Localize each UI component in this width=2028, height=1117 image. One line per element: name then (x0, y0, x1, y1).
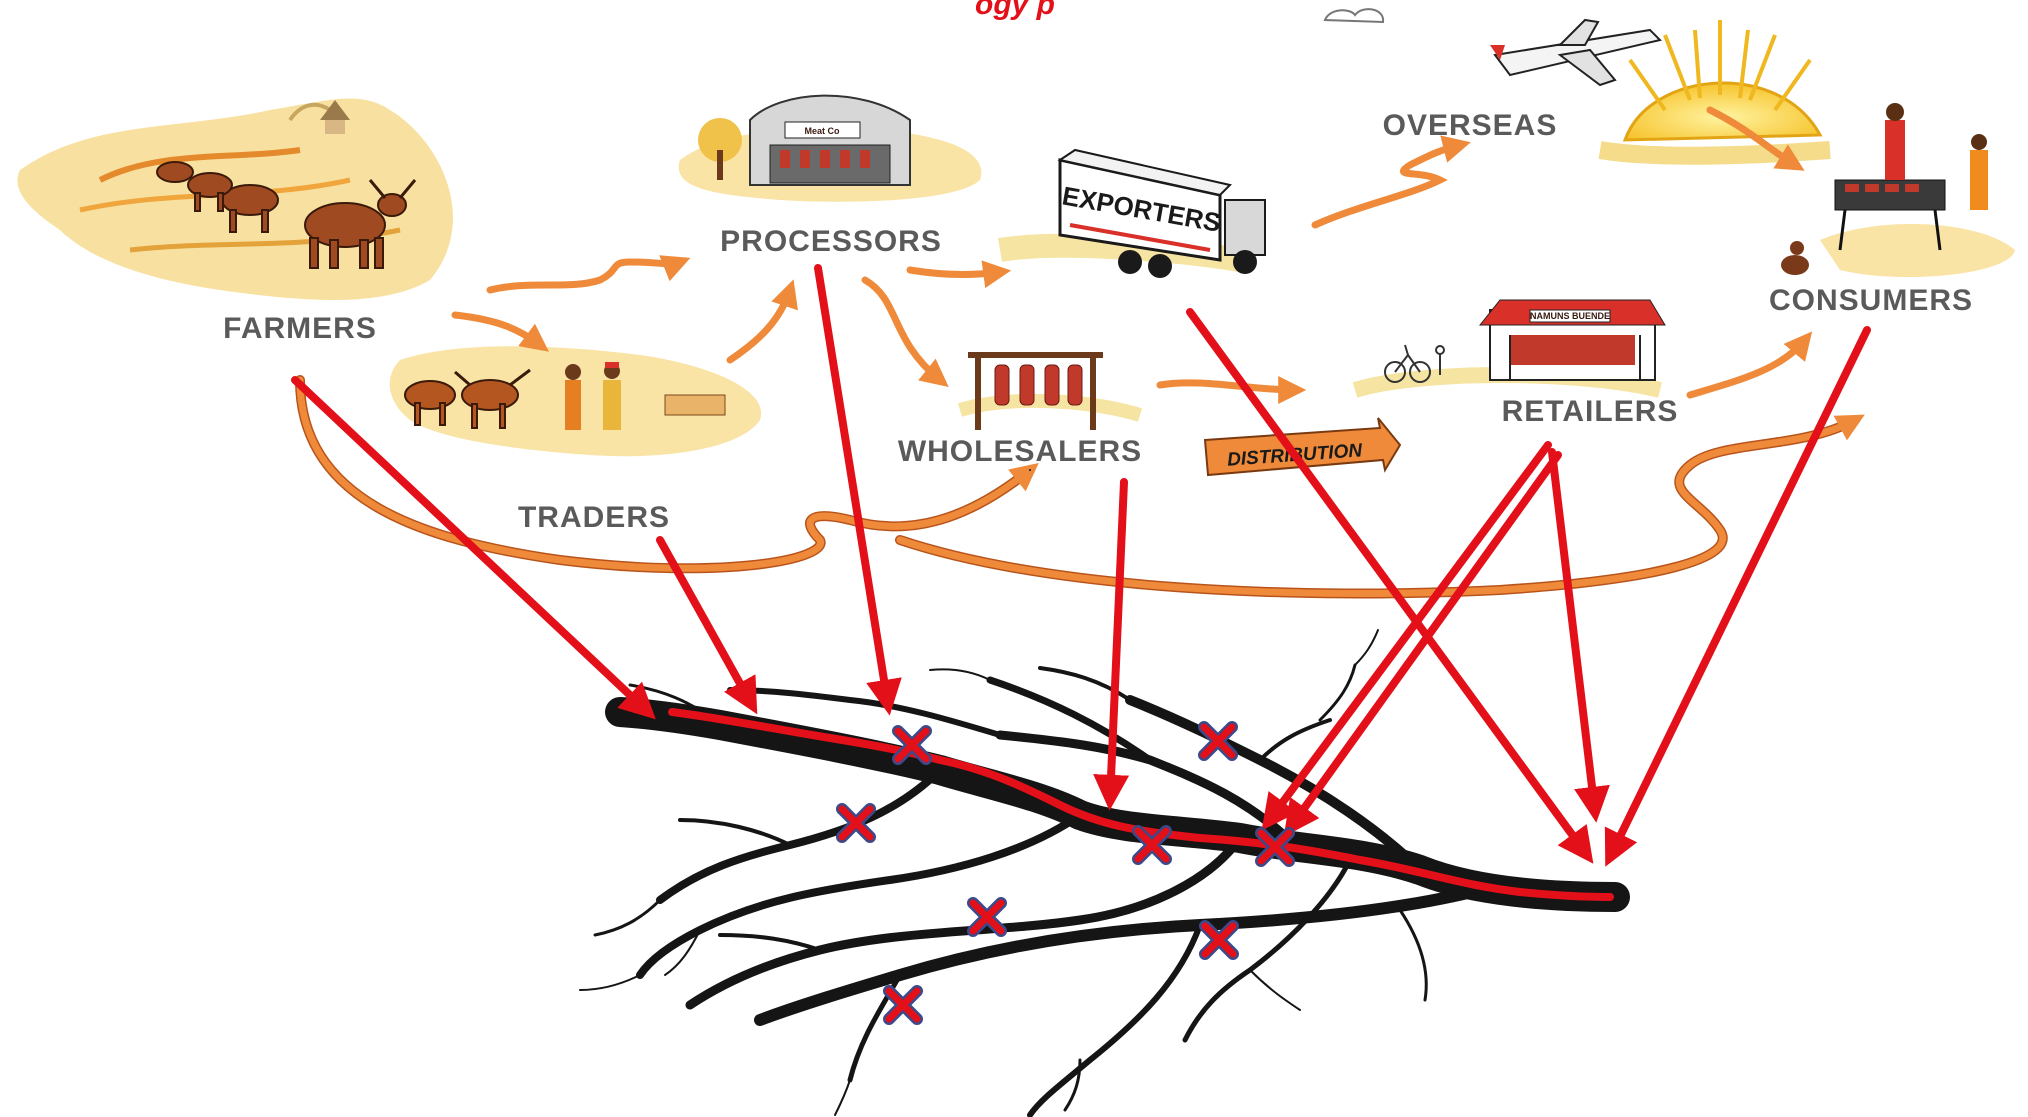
red-pointer-arrows (291, 264, 1871, 867)
blocked-x-icon (1198, 721, 1238, 761)
blocked-x-icon (967, 897, 1007, 937)
label-consumers: CONSUMERS (1769, 284, 1973, 317)
processor-building-sign: Meat Co (804, 126, 840, 136)
bicycle-icon (1384, 344, 1445, 383)
farmers-scene (17, 98, 453, 300)
value-flow-arrows (295, 106, 1865, 599)
label-farmers: FARMERS (223, 312, 377, 345)
traders-scene (389, 346, 762, 457)
retail-shop-sign: NAMUNS BUENDE (1530, 311, 1610, 321)
grill-icon (1820, 103, 2015, 278)
processors-scene: Meat Co (678, 94, 982, 202)
cloud-icon (1323, 8, 1385, 24)
blocked-markers (836, 721, 1295, 1025)
dog-icon (1781, 241, 1809, 275)
title-fragment: ogy p (975, 0, 1055, 21)
blocked-x-icon (1132, 825, 1172, 865)
blocked-x-icon (836, 803, 876, 843)
airplane-icon (1490, 18, 1662, 87)
label-wholesalers: WHOLESALERS (898, 435, 1142, 468)
meat-rack-icon (957, 352, 1143, 430)
blocked-x-icon (883, 985, 923, 1025)
truck-icon: EXPORTERS (998, 148, 1266, 278)
label-retailers: RETAILERS (1502, 395, 1679, 428)
blocked-x-icon (1199, 920, 1239, 960)
cattle-herd-icon (156, 161, 417, 269)
trader-people-icon (565, 362, 621, 430)
label-overseas: OVERSEAS (1383, 109, 1558, 142)
butcher-shop-icon: NAMUNS BUENDE (1352, 299, 1666, 398)
label-processors: PROCESSORS (720, 225, 942, 258)
label-traders: TRADERS (518, 501, 670, 534)
blocked-x-icon (1255, 827, 1295, 867)
blocked-x-icon (892, 725, 932, 765)
value-path-highlight (668, 708, 1614, 901)
